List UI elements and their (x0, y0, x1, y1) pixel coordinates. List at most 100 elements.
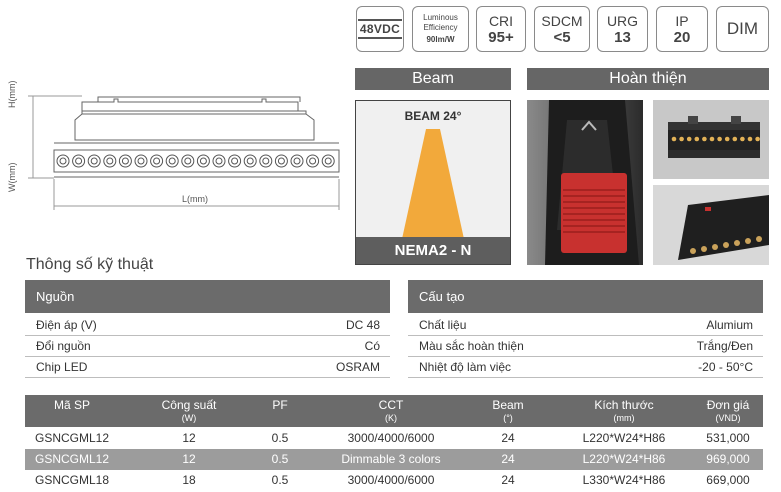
voltage-value: 48VDC (357, 19, 403, 39)
column-unit: (mm) (613, 413, 635, 423)
column-header: Công suất(W) (139, 398, 239, 424)
power-spec-row: Chip LED OSRAM (25, 357, 390, 378)
column-header: Mã SP (17, 398, 127, 412)
column-label: Beam (492, 398, 524, 412)
lens-inner-circle (231, 157, 239, 165)
column-unit: (K) (385, 413, 397, 423)
lens-inner-circle (246, 157, 254, 165)
led-dot (755, 136, 760, 142)
table-cell: 12 (182, 452, 196, 466)
spec-value: DC 48 (345, 318, 380, 332)
table-cell: L220*W24*H86 (582, 452, 666, 466)
beam-panel: BEAM 24° NEMA2 - N (355, 100, 511, 265)
table-cell: 669,000 (706, 473, 750, 487)
sdcm-badge: SDCM <5 (534, 6, 590, 52)
column-label: PF (272, 398, 288, 412)
finish-header: Hoàn thiện (527, 68, 769, 90)
table-cell: 0.5 (271, 452, 289, 466)
table-cell: 969,000 (706, 452, 750, 466)
specs-title: Thông số kỹ thuật (26, 256, 154, 273)
urg-value: 13 (614, 28, 631, 46)
product-photo-main (527, 100, 643, 265)
luminous-label-1: Luminous (423, 13, 458, 22)
led-dot (734, 240, 740, 246)
column-label: Công suất (161, 398, 217, 412)
spec-value: -20 - 50°C (698, 360, 753, 374)
table-cell: 24 (501, 473, 515, 487)
spec-value: Alumium (706, 318, 753, 332)
spec-value: Trắng/Đen (696, 339, 753, 353)
table-cell: 0.5 (271, 473, 289, 487)
spec-key: Chất liệu (419, 318, 467, 332)
urg-badge: URG 13 (597, 6, 648, 52)
structure-spec-row: Chất liệu Alumium (408, 315, 763, 336)
column-header: Kích thước(mm) (564, 398, 684, 424)
led-dot (732, 136, 738, 142)
table-cell: 3000/4000/6000 (347, 473, 435, 487)
lens-inner-circle (90, 157, 98, 165)
cri-value: 95+ (488, 28, 514, 46)
dimension-drawing (28, 95, 340, 210)
column-unit: (VND) (715, 413, 741, 423)
structure-spec-row: Màu sắc hoàn thiện Trắng/Đen (408, 336, 763, 357)
led-dot (717, 136, 722, 142)
cri-badge: CRI 95+ (476, 6, 526, 52)
dim-label: DIM (726, 19, 759, 38)
lens-inner-circle (137, 157, 145, 165)
lens-inner-circle (75, 157, 83, 165)
ip-label: IP (675, 12, 689, 29)
spec-key: Đổi nguồn (36, 339, 91, 353)
led-dot (740, 136, 745, 142)
column-label: Đơn giá (706, 398, 750, 412)
lens-inner-circle (184, 157, 192, 165)
table-cell: 531,000 (706, 431, 750, 445)
lens-inner-circle (215, 157, 223, 165)
spec-key: Màu sắc hoàn thiện (419, 339, 524, 353)
beam-cone-icon (402, 129, 464, 239)
sdcm-label: SDCM (541, 12, 583, 29)
column-header: Đơn giá(VND) (688, 398, 768, 424)
spec-value: OSRAM (335, 360, 380, 374)
dim-badge: DIM (716, 6, 769, 52)
luminous-efficiency-badge: Luminous Efficiency 90lm/W (412, 6, 469, 52)
lens-inner-circle (168, 157, 176, 165)
table-cell: GSNCGML12 (34, 452, 110, 466)
sdcm-value: <5 (553, 28, 571, 46)
led-dot (671, 136, 677, 142)
led-dot (679, 136, 684, 142)
lens-inner-circle (121, 157, 129, 165)
led-dot (712, 244, 718, 250)
column-header: PF (250, 398, 310, 412)
column-header: Beam(°) (478, 398, 538, 424)
led-dot (709, 136, 715, 142)
led-dot (756, 236, 762, 242)
led-dot (686, 136, 692, 142)
spec-key: Chip LED (36, 360, 88, 374)
spec-value: Có (364, 339, 380, 353)
table-cell: L220*W24*H86 (582, 431, 666, 445)
width-label: W(mm) (7, 162, 17, 192)
lens-inner-circle (324, 157, 332, 165)
lens-inner-circle (277, 157, 285, 165)
beam-angle: BEAM 24° (404, 109, 462, 123)
power-spec-row: Đổi nguồn Có (25, 336, 390, 357)
structure-header: Cấu tạo (408, 280, 763, 313)
beam-header: Beam (355, 68, 511, 90)
column-label: CCT (378, 398, 404, 412)
product-photo-side (653, 100, 769, 179)
product-photo-closeup (653, 185, 769, 265)
led-dot (694, 136, 700, 142)
lens-inner-circle (59, 157, 67, 165)
length-label: L(mm) (182, 194, 208, 204)
table-cell: L330*W24*H86 (582, 473, 666, 487)
voltage-badge: 48VDC (356, 6, 404, 52)
lens-inner-circle (309, 157, 317, 165)
table-cell: 24 (501, 452, 515, 466)
lens-inner-circle (153, 157, 161, 165)
luminous-value: 90lm/W (426, 35, 455, 44)
table-cell: 3000/4000/6000 (347, 431, 435, 445)
